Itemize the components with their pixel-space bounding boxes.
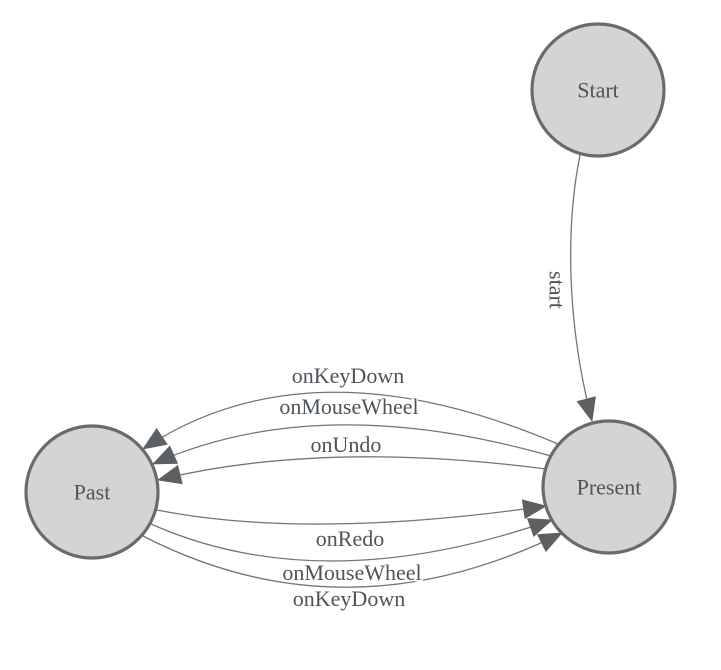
edge-present-to-past-onkeydown: [142, 391, 559, 450]
edge-past-to-present-onredo: [156, 499, 547, 525]
edge-start-to-present: [570, 154, 596, 422]
state-circle-past[interactable]: [24, 424, 160, 560]
edge-present-to-past-onundo: [157, 456, 547, 485]
state-node-present[interactable]: Present: [541, 419, 677, 555]
edge-label-onkeydown-bottom: onKeyDown: [293, 586, 405, 611]
edge-present-to-past-onmousewheel: [152, 424, 552, 465]
edge-label-onredo: onRedo: [316, 526, 384, 551]
state-circle-start[interactable]: [530, 22, 666, 158]
edge-label-onmousewheel-top: onMouseWheel: [279, 394, 418, 419]
edge-label-onmousewheel-bottom: onMouseWheel: [282, 560, 421, 585]
state-nodes: Start Past Present: [24, 22, 677, 560]
edge-past-to-present-onmousewheel: [150, 518, 553, 562]
edge-past-to-present-onkeydown: [142, 532, 563, 588]
transition-edges: [142, 154, 596, 588]
edge-label-onkeydown-top: onKeyDown: [292, 363, 404, 388]
state-node-past[interactable]: Past: [24, 424, 160, 560]
edge-label-start: start: [545, 271, 570, 309]
edge-label-onundo: onUndo: [311, 432, 382, 457]
edge-labels: start onKeyDown onMouseWheel onUndo onRe…: [278, 270, 571, 613]
state-circle-present[interactable]: [541, 419, 677, 555]
state-node-start[interactable]: Start: [530, 22, 666, 158]
